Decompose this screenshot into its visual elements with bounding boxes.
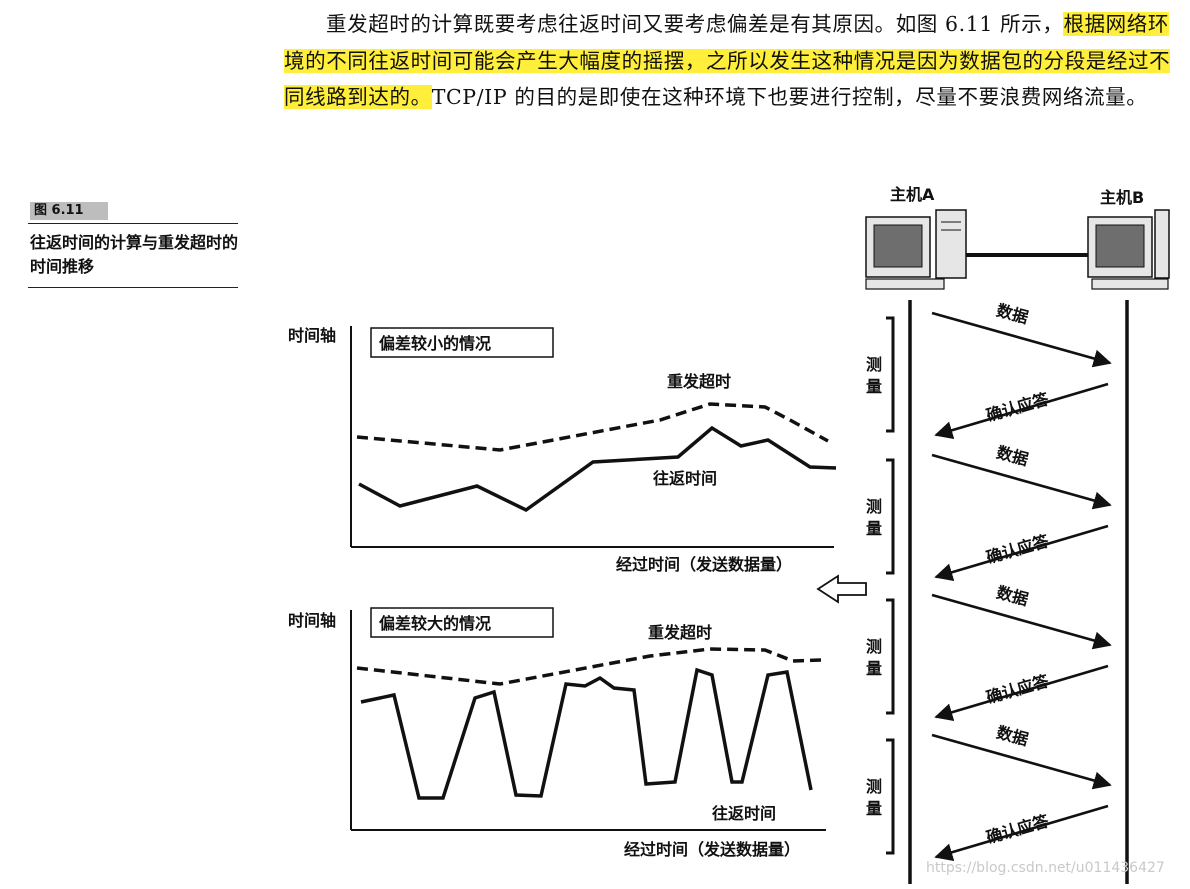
measure-bracket: 测量 [866,316,895,433]
data-label: 数据 [994,583,1030,610]
measure-bracket: 测量 [866,598,895,715]
measure-label-1: 测 [866,637,882,656]
chart-large-timeout-label: 重发超时 [648,623,712,642]
chart-small-timeout-line [356,402,829,452]
body-paragraph: 重发超时的计算既要考虑往返时间又要考虑偏差是有其原因。如图 6.11 所示，根据… [284,6,1172,116]
data-arrow: 数据 [931,301,1112,368]
data-arrow: 数据 [931,443,1112,510]
ack-label: 确认应答 [984,671,1052,707]
chart-large-timeout-line [356,647,823,686]
measure-label-2: 量 [866,659,882,678]
ack-arrow: 确认应答 [934,664,1109,722]
paragraph-text-2: TCP/IP 的目的是即使在这种环境下也要进行控制，尽量不要浪费网络流量。 [431,85,1148,109]
measure-label-2: 量 [866,799,882,818]
caption-rule-bottom [28,287,238,288]
measure-label-1: 测 [866,777,882,796]
chart-large-variance: 时间轴 偏差较大的情况 重发超时 往返时间 经过时间（发送数据量） [288,607,826,859]
data-label: 数据 [994,723,1030,750]
measure-label-1: 测 [866,497,882,516]
data-arrow: 数据 [931,583,1112,650]
chart-large-box-label: 偏差较大的情况 [379,614,491,633]
watermark: https://blog.csdn.net/u011436427 [926,860,1165,876]
chart-large-label-box [370,607,554,638]
chart-large-yaxis-label: 时间轴 [288,611,336,630]
figure-number: 图 6.11 [30,202,108,220]
host-a-label: 主机A [890,185,935,204]
computer-icon [1087,209,1170,290]
chart-small-variance: 时间轴 偏差较小的情况 重发超时 往返时间 经过时间（发送数据量） [288,326,837,574]
chart-small-timeout-label: 重发超时 [667,372,731,391]
host-a: 主机A [865,185,967,290]
ack-arrow: 确认应答 [934,524,1109,582]
data-label: 数据 [994,443,1030,470]
pointer-arrow-icon [816,574,867,604]
chart-small-rtt-line [358,425,837,513]
chart-large-rtt-label: 往返时间 [712,804,776,823]
measure-label-1: 测 [866,355,882,374]
chart-small-rtt-label: 往返时间 [653,469,717,488]
caption-rule-top [28,223,238,224]
figure-caption: 往返时间的计算与重发超时的时间推移 [30,233,239,276]
ack-arrow: 确认应答 [934,804,1109,862]
ack-label: 确认应答 [984,389,1052,425]
computer-icon [865,209,967,290]
chart-large-rtt-line [360,667,813,800]
chart-large-xaxis-label: 经过时间（发送数据量） [624,840,800,859]
chart-small-label-box [370,327,554,358]
chart-small-yaxis-label: 时间轴 [288,326,336,345]
paragraph-text-1: 重发超时的计算既要考虑往返时间又要考虑偏差是有其原因。如图 6.11 所示， [326,12,1064,36]
host-b: 主机B [1087,188,1170,290]
data-label: 数据 [994,301,1030,328]
measure-bracket: 测量 [866,458,895,575]
ack-label: 确认应答 [984,811,1052,847]
ack-label: 确认应答 [984,531,1052,567]
data-arrow: 数据 [931,723,1112,790]
host-b-label: 主机B [1100,188,1144,207]
measure-label-2: 量 [866,377,882,396]
measure-bracket: 测量 [866,738,895,855]
ack-arrow: 确认应答 [934,382,1109,440]
chart-small-xaxis-label: 经过时间（发送数据量） [616,555,792,574]
chart-small-box-label: 偏差较小的情况 [379,334,491,353]
measure-label-2: 量 [866,519,882,538]
